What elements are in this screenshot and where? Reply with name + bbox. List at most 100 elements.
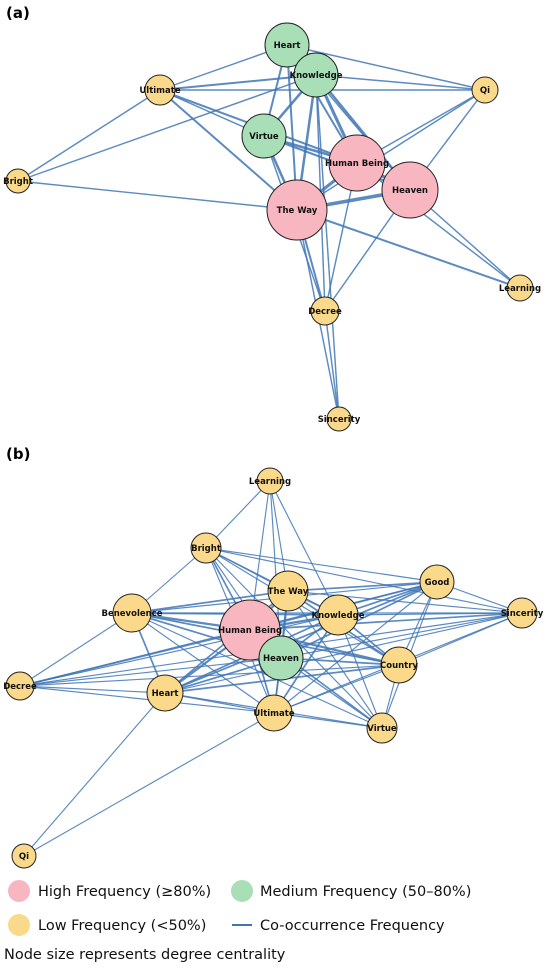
node-label: Sincerity	[501, 609, 544, 619]
edge-ultimate-bright	[17, 89, 161, 182]
node-circle	[146, 674, 184, 712]
edge-human-being-decree	[19, 629, 251, 687]
edge-country-decree	[19, 664, 400, 687]
node-human-being: Human Being	[325, 134, 389, 192]
edge-knowledge-ultimate	[159, 74, 317, 91]
edge-benevolence-decree	[19, 612, 133, 687]
edge-benevolence-virtue	[131, 612, 383, 729]
node-good: Good	[419, 564, 455, 600]
node-label: Knowledge	[290, 71, 343, 81]
edge-good-heaven	[280, 581, 438, 659]
edge-heaven-decree	[19, 657, 282, 687]
node-label: Heaven	[392, 186, 428, 196]
node-label: Learning	[249, 477, 291, 487]
node-virtue: Virtue	[241, 113, 287, 159]
edge-the-way-benevolence	[131, 590, 289, 614]
node-label: Heaven	[263, 654, 299, 664]
edge-knowledge-decree	[19, 614, 339, 687]
node-circle	[144, 74, 176, 106]
edge-country-ultimate	[273, 664, 400, 714]
node-circle	[471, 76, 499, 104]
node-label: Good	[425, 578, 450, 588]
node-label: Bright	[191, 544, 221, 554]
node-benevolence: Benevolence	[102, 593, 163, 633]
node-circle	[267, 570, 309, 612]
node-heart: Heart	[146, 674, 184, 712]
edge-heart-qi	[23, 692, 166, 857]
node-circle	[255, 694, 293, 732]
node-label: Ultimate	[253, 709, 294, 719]
node-circle	[256, 467, 284, 495]
panel-a-edges	[17, 44, 521, 420]
edge-the-way-sincerity	[287, 590, 523, 614]
node-label: Ultimate	[139, 86, 180, 96]
edge-sincerity-heart	[164, 612, 523, 694]
node-label: Heart	[152, 689, 179, 699]
edge-decree-sincerity	[324, 310, 340, 420]
node-label: The Way	[277, 206, 318, 216]
edge-decree-heart	[19, 685, 166, 694]
edge-the-way-good	[287, 581, 438, 592]
node-circle	[380, 646, 418, 684]
node-qi: Qi	[471, 76, 499, 104]
panel-b-label: (b)	[6, 445, 30, 463]
node-circle	[293, 52, 339, 98]
legend-low-label: Low Frequency (<50%)	[38, 918, 206, 934]
node-circle	[11, 843, 37, 869]
legend: High Frequency (≥80%) Medium Frequency (…	[4, 880, 471, 963]
node-decree: Decree	[3, 671, 37, 701]
node-label: Virtue	[249, 132, 279, 142]
node-circle	[190, 532, 222, 564]
node-learning: Learning	[249, 467, 291, 495]
edge-sincerity-heaven	[280, 612, 523, 659]
edge-decree-ultimate	[19, 685, 275, 714]
node-circle	[112, 593, 152, 633]
legend-low-swatch	[8, 914, 30, 936]
edge-knowledge-sincerity	[337, 612, 523, 616]
edge-bright-virtue	[205, 547, 383, 729]
node-circle	[326, 406, 352, 432]
node-label: Learning	[499, 284, 541, 294]
node-ultimate: Ultimate	[139, 74, 181, 106]
edge-ultimate-qi	[23, 712, 275, 857]
node-circle	[5, 671, 35, 701]
panel-a-label: (a)	[6, 4, 30, 22]
node-the-way: The Way	[266, 179, 328, 241]
edge-knowledge-sincerity	[315, 74, 340, 420]
edge-human-being-learning	[356, 162, 521, 289]
node-knowledge: Knowledge	[312, 594, 365, 636]
legend-medium-swatch	[231, 880, 253, 902]
node-label: Bright	[3, 177, 33, 187]
node-label: Qi	[480, 86, 490, 96]
node-label: The Way	[268, 587, 309, 597]
node-bright: Bright	[3, 168, 33, 194]
node-bright: Bright	[190, 532, 222, 564]
node-circle	[419, 564, 455, 600]
node-label: Qi	[19, 852, 29, 862]
node-decree: Decree	[308, 296, 342, 326]
edge-the-way-learning	[296, 209, 521, 289]
node-circle	[264, 22, 310, 68]
node-circle	[328, 134, 386, 192]
node-qi: Qi	[11, 843, 37, 869]
node-sincerity: Sincerity	[318, 406, 361, 432]
node-label: Sincerity	[318, 415, 361, 425]
legend-high-label: High Frequency (≥80%)	[38, 884, 211, 900]
node-circle	[310, 296, 340, 326]
node-label: Human Being	[325, 159, 389, 169]
edge-the-way-bright	[17, 180, 298, 211]
node-circle	[266, 179, 328, 241]
node-circle	[366, 712, 398, 744]
legend-high-swatch	[8, 880, 30, 902]
edge-good-heart	[164, 581, 438, 694]
node-heaven: Heaven	[258, 635, 304, 681]
node-label: Human Being	[218, 626, 282, 636]
node-label: Decree	[3, 682, 37, 692]
node-knowledge: Knowledge	[290, 52, 343, 98]
legend-medium-label: Medium Frequency (50–80%)	[260, 884, 471, 900]
